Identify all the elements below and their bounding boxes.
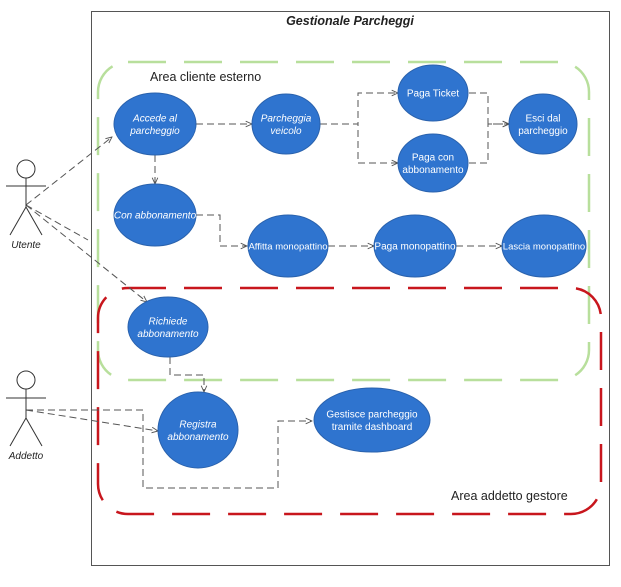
usecase-ellipse [113, 183, 197, 247]
usecase-label-line: abbonamento [167, 432, 229, 443]
usecase-esci[interactable]: Esci dal parcheggio [508, 93, 578, 155]
usecase-ellipse [113, 92, 197, 156]
connector-pagaabbonamento-esci [469, 124, 509, 164]
usecase-label-line: abbonamento [402, 165, 464, 176]
area-staff-boundary [96, 286, 603, 516]
usecase-ellipse [501, 214, 587, 278]
area-staff-label: Area addetto gestore [451, 489, 568, 503]
usecase-label: Paga con abbonamento [402, 152, 464, 176]
usecase-label: Con abbonamento [114, 211, 197, 222]
connector-addetto-gestisce [26, 409, 312, 489]
usecase-lascia-monopattino[interactable]: Lascia monopattino [501, 214, 587, 278]
usecase-affitta-monopattino[interactable]: Affitta monopattino [247, 214, 329, 278]
usecase-label-line: Accede al [132, 113, 178, 124]
connector-parcheggia-pagaabbonamento [320, 123, 398, 163]
connector-conabbonamento-affitta [196, 214, 247, 246]
usecase-label: Accede al parcheggio [129, 113, 180, 137]
usecase-ellipse [397, 133, 469, 193]
usecase-parcheggia[interactable]: Parcheggia veicolo [251, 93, 321, 155]
usecase-ellipse [397, 64, 469, 122]
usecase-label-line: abbonamento [137, 329, 199, 340]
usecase-label: Parcheggia veicolo [261, 113, 312, 137]
connector-utente-registra [25, 204, 89, 241]
actor-head [16, 159, 36, 179]
usecase-label: Lascia monopattino [503, 241, 585, 252]
usecase-ellipse [373, 214, 457, 278]
usecase-label: Paga monopattino [374, 242, 456, 253]
usecase-label-line: Paga con [412, 152, 454, 163]
actor-addetto[interactable] [6, 370, 46, 447]
usecase-ellipse [127, 296, 209, 358]
connectors [25, 92, 509, 489]
connector-parcheggia-pagaticket [320, 93, 398, 125]
connector-utente-richiede [25, 204, 147, 302]
usecase-label-line: Gestisce parcheggio [326, 409, 418, 420]
usecase-label-line: Affitta monopattino [248, 241, 327, 252]
usecase-ellipse [508, 93, 578, 155]
area-client-label: Area cliente esterno [150, 70, 261, 84]
usecase-label: Esci dal parcheggio [518, 113, 568, 137]
system-title: Gestionale Parcheggi [286, 14, 414, 28]
usecase-accede[interactable]: Accede al parcheggio [113, 92, 197, 156]
usecase-paga-ticket[interactable]: Paga Ticket [397, 64, 469, 122]
usecase-registra-abbonamento[interactable]: Registra abbonamento [157, 391, 239, 469]
usecase-label: Gestisce parcheggio tramite dashboard [326, 409, 418, 433]
usecase-label: Affitta monopattino [248, 241, 327, 252]
connector-addetto-registra [25, 409, 158, 431]
actor-utente[interactable] [6, 159, 46, 236]
connector-pagaticket-esci [469, 92, 509, 124]
usecase-gestisce-parcheggio[interactable]: Gestisce parcheggio tramite dashboard [313, 387, 431, 453]
usecase-richiede-abbonamento[interactable]: Richiede abbonamento [127, 296, 209, 358]
usecase-label-line: Parcheggia [261, 113, 312, 124]
usecase-label-line: Lascia monopattino [503, 241, 585, 252]
connector-richiede-registra [169, 357, 204, 392]
usecase-label-line: Paga Ticket [407, 89, 459, 100]
connector-utente-accede [25, 137, 112, 206]
usecase-label-line: parcheggio [518, 126, 568, 137]
actor-utente-label: Utente [11, 240, 41, 251]
usecase-label-line: Paga monopattino [374, 242, 456, 253]
usecase-con-abbonamento[interactable]: Con abbonamento [113, 183, 197, 247]
usecase-ellipse [157, 391, 239, 469]
usecase-label: Paga Ticket [407, 89, 459, 100]
usecase-paga-abbonamento[interactable]: Paga con abbonamento [397, 133, 469, 193]
usecase-label-line: tramite dashboard [332, 422, 413, 433]
usecase-label: Richiede abbonamento [137, 316, 199, 340]
usecase-label-line: Richiede [149, 316, 188, 327]
actor-addetto-label: Addetto [8, 451, 44, 462]
usecase-ellipse [247, 214, 329, 278]
system-boundary [91, 11, 610, 566]
usecase-ellipse [313, 387, 431, 453]
usecase-label-line: Registra [179, 419, 217, 430]
usecase-label-line: Esci dal [525, 113, 560, 124]
usecase-label: Registra abbonamento [167, 419, 229, 443]
usecase-label-line: veicolo [270, 126, 302, 137]
usecase-paga-monopattino[interactable]: Paga monopattino [373, 214, 457, 278]
actor-head [16, 370, 36, 390]
usecase-ellipse [251, 93, 321, 155]
usecase-label-line: Con abbonamento [114, 211, 197, 222]
usecase-label-line: parcheggio [129, 126, 180, 137]
